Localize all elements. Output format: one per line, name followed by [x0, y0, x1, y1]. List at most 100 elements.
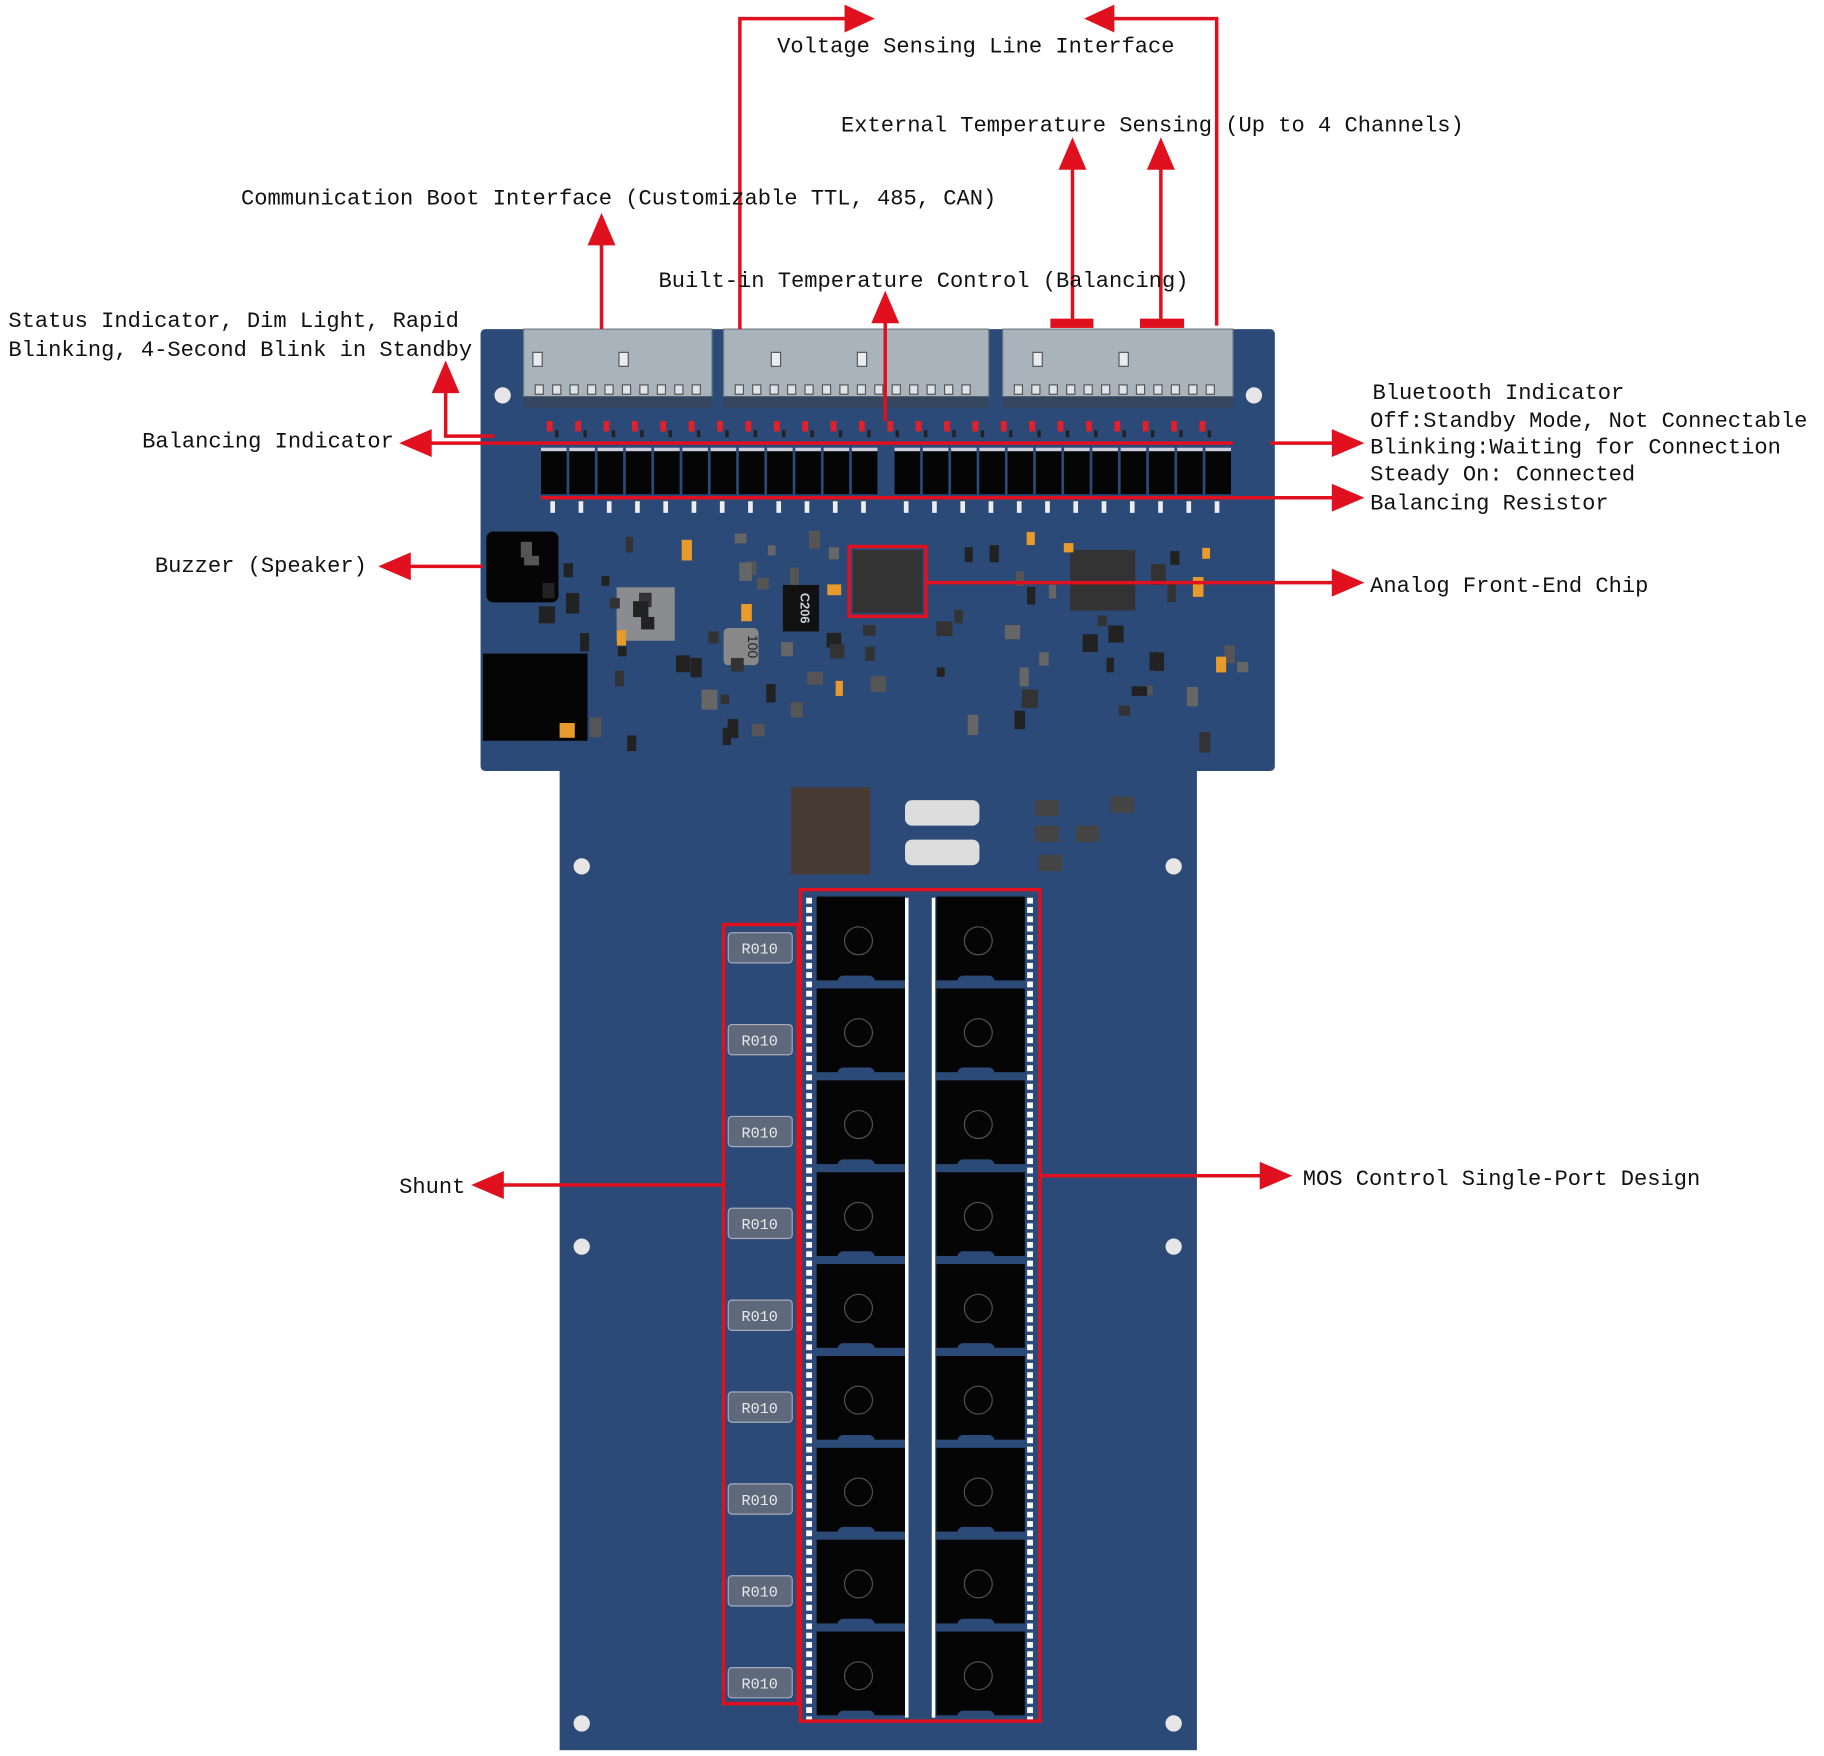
pin [1027, 1362, 1033, 1369]
connector-pin [1013, 384, 1024, 395]
smd-part [1167, 584, 1176, 603]
smd-part [936, 621, 953, 637]
diode [719, 501, 725, 513]
led-resistor [725, 430, 729, 438]
pin [806, 1446, 812, 1453]
mosfet [936, 896, 1025, 981]
balancing-resistor [951, 450, 977, 495]
pin [1027, 1335, 1033, 1341]
pad [1064, 447, 1090, 452]
pad [1205, 447, 1231, 452]
balancing-resistor [851, 450, 878, 495]
pin [806, 1651, 812, 1658]
connector-pin [586, 384, 597, 395]
pin [806, 1055, 812, 1062]
pin [806, 1297, 812, 1304]
diode [663, 501, 669, 513]
arrow-icon [1058, 137, 1087, 170]
pin [1027, 1381, 1033, 1388]
smd-part [580, 633, 590, 652]
led-resistor [838, 430, 843, 438]
smd-part [701, 689, 718, 710]
pin [806, 934, 812, 941]
pin [1027, 1409, 1033, 1416]
mosfet-mark [963, 1661, 993, 1691]
led-resistor [810, 430, 814, 438]
pin [806, 1325, 812, 1332]
pad [979, 447, 1005, 452]
smd-part [601, 575, 610, 586]
pin [806, 1697, 812, 1704]
chip-marking: C206 [797, 593, 812, 624]
pin [1027, 907, 1033, 913]
diode [960, 501, 966, 513]
pin [806, 1316, 812, 1323]
mosfet-pad [837, 1159, 875, 1174]
balancing-resistor [625, 450, 652, 495]
pad [597, 447, 624, 452]
pin [806, 1428, 812, 1434]
pin [806, 972, 812, 979]
latch [1032, 351, 1043, 367]
pin [1027, 1065, 1033, 1072]
mosfet-pad [957, 1159, 995, 1174]
pad [738, 447, 765, 452]
pin [1027, 1232, 1033, 1239]
mosfet [936, 1264, 1025, 1348]
arrow-icon [871, 290, 900, 324]
smd-part [641, 616, 655, 630]
connector-pin [839, 384, 849, 395]
diode [1129, 501, 1135, 513]
label-buzzer: Buzzer (Speaker) [155, 554, 367, 579]
diode [776, 501, 782, 513]
smd-part [1237, 662, 1249, 673]
smd-part [1118, 705, 1131, 716]
smd-part [1199, 732, 1211, 753]
pin [806, 1483, 812, 1490]
pin [1027, 1642, 1033, 1648]
pin [1027, 1297, 1033, 1304]
smd-part [524, 555, 539, 566]
pin [1027, 1000, 1033, 1006]
led-resistor [867, 430, 871, 438]
mosfet [936, 1631, 1025, 1716]
led-resistor [696, 430, 701, 438]
led [745, 420, 752, 432]
connector-pin [909, 384, 919, 395]
mounting-hole [573, 1715, 590, 1732]
pin [1027, 1502, 1033, 1509]
shunt-resistor [727, 1667, 793, 1699]
mosfet-mark [963, 1293, 993, 1323]
connector-pin [856, 384, 867, 395]
connector-pin [926, 384, 936, 395]
led-resistor [923, 430, 928, 438]
balancing-resistor [541, 450, 567, 495]
mosfet-mark [963, 1477, 993, 1507]
pin [806, 1195, 812, 1202]
smd-part [559, 723, 575, 738]
smd-part [690, 657, 702, 678]
pad [1177, 447, 1203, 452]
smd-part [808, 530, 821, 549]
arrow-icon [431, 360, 460, 394]
led-resistor [1008, 430, 1013, 438]
balancing-resistor [1064, 450, 1090, 495]
connector-pin [752, 384, 762, 395]
shunt-resistor [727, 1391, 793, 1423]
smd-part [870, 676, 887, 692]
mosfet-array [806, 896, 1033, 1725]
smd-part [1151, 564, 1166, 585]
diode [903, 501, 909, 513]
led [944, 420, 950, 432]
smd-part [708, 631, 719, 644]
smd-part [1021, 689, 1038, 709]
diode [1016, 501, 1022, 513]
pin [806, 1065, 812, 1072]
pin [806, 1576, 812, 1583]
mosfet [816, 988, 906, 1073]
pin [1027, 934, 1033, 941]
mosfet [936, 1447, 1025, 1532]
pin [806, 1009, 812, 1016]
led-resistor [1094, 430, 1098, 438]
